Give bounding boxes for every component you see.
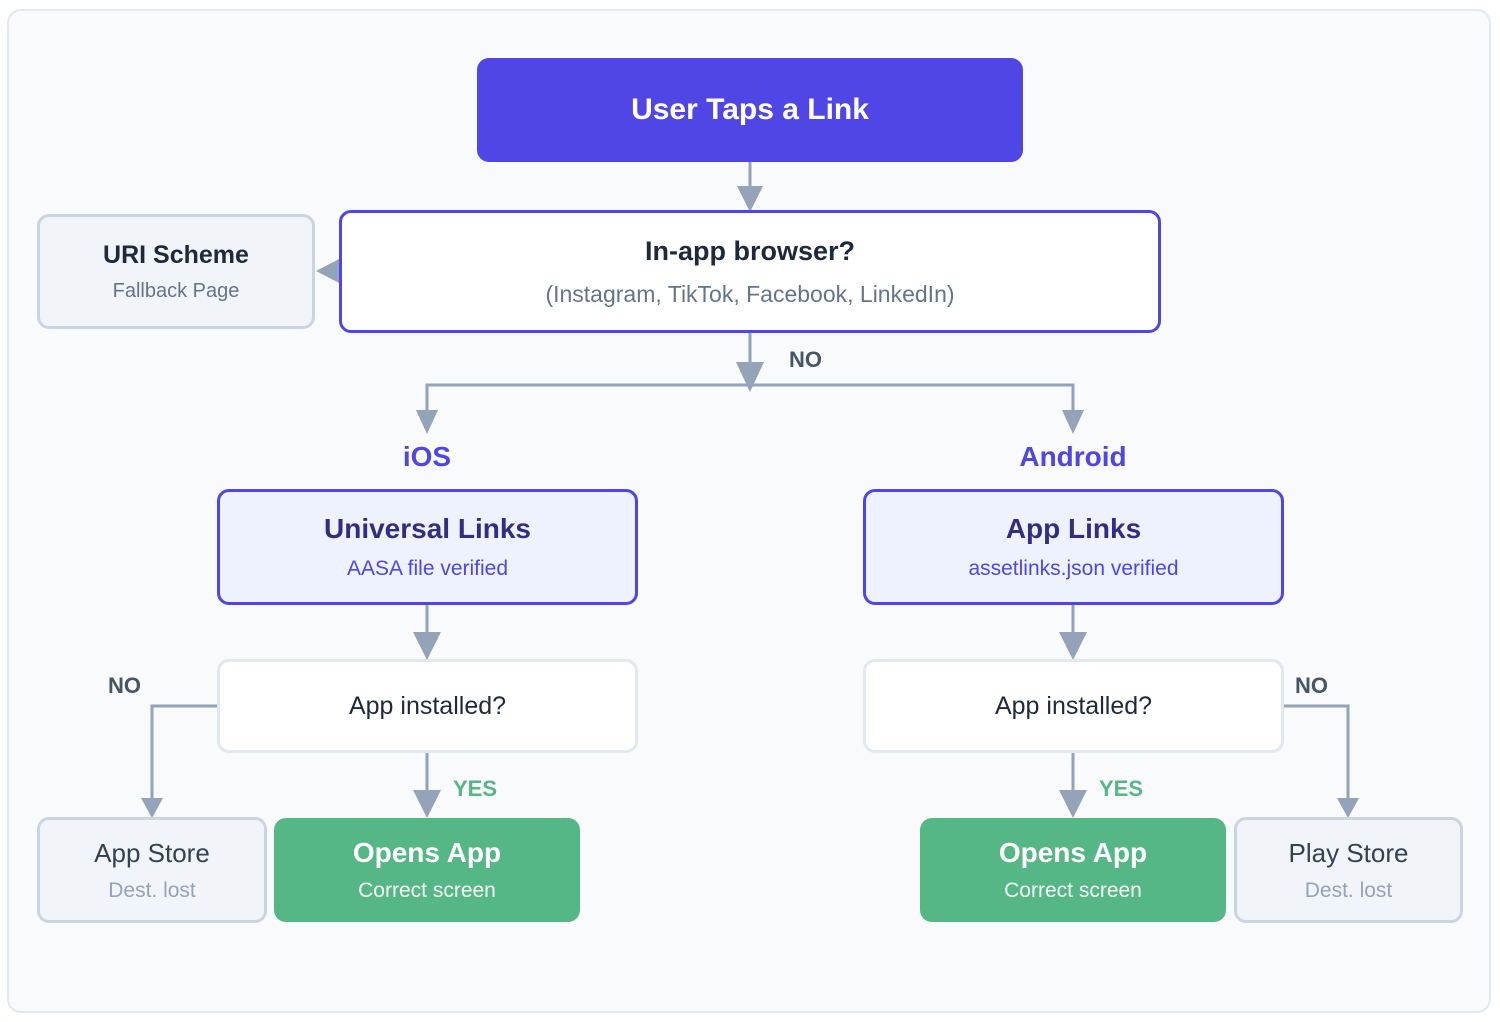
play-store-subtitle: Dest. lost [1304,878,1393,902]
android-installed-question: App installed? [994,691,1153,720]
universal-links-subtitle: AASA file verified [346,557,509,580]
ios-yes-label: YES [453,776,498,801]
ios-opens-subtitle: Correct screen [358,879,496,902]
app-store-subtitle: Dest. lost [108,878,196,902]
arrowhead-ios-opens [413,790,441,818]
in-app-browser-decision: In-app browser? (Instagram, TikTok, Face… [339,210,1161,333]
ios-opens-app-node: Opens App Correct screen [274,818,580,922]
android-no-label: NO [1295,673,1328,698]
arrowhead-android-opens [1059,790,1087,818]
android-app-installed-decision: App installed? [863,659,1284,753]
universal-links-node: Universal Links AASA file verified [217,489,638,605]
decision-subtitle: (Instagram, TikTok, Facebook, LinkedIn) [545,280,955,307]
arrowhead-decision [737,186,763,212]
arrowhead-split [736,362,764,392]
ios-installed-question: App installed? [348,691,507,720]
arrowhead-ios-store [141,798,163,818]
platform-ios: iOS [402,441,452,472]
android-opens-app-node: Opens App Correct screen [920,818,1226,922]
arrowhead-android-installed [1059,632,1087,660]
app-store-node: App Store Dest. lost [37,817,267,923]
arrowhead-ios-installed [413,632,441,660]
ios-no-label: NO [108,673,141,698]
start-label: User Taps a Link [631,93,869,126]
connector-android-no [1283,704,1350,798]
arrowhead-android [1062,410,1084,434]
app-store-title: App Store [94,837,210,868]
arrowhead-fallback [316,258,341,284]
platform-android: Android [1019,441,1127,472]
android-yes-label: YES [1099,776,1144,801]
play-store-title: Play Store [1288,837,1409,868]
ios-app-installed-decision: App installed? [217,659,638,753]
ios-opens-title: Opens App [352,837,502,868]
app-links-subtitle: assetlinks.json verified [968,557,1179,580]
android-opens-title: Opens App [998,837,1148,868]
decision-title: In-app browser? [644,235,855,266]
arrowhead-ios [416,410,438,434]
arrowhead-android-store [1337,798,1359,818]
fallback-subtitle: Fallback Page [112,279,240,302]
start-node: User Taps a Link [477,58,1023,162]
fallback-node: URI Scheme Fallback Page [37,214,315,329]
app-links-node: App Links assetlinks.json verified [863,489,1284,605]
fallback-title: URI Scheme [103,240,249,269]
connector-ios-no [150,704,217,798]
play-store-node: Play Store Dest. lost [1234,817,1463,923]
universal-links-title: Universal Links [324,513,531,544]
android-opens-subtitle: Correct screen [1004,879,1142,902]
branch-no-label: NO [789,347,822,372]
app-links-title: App Links [1005,513,1142,544]
